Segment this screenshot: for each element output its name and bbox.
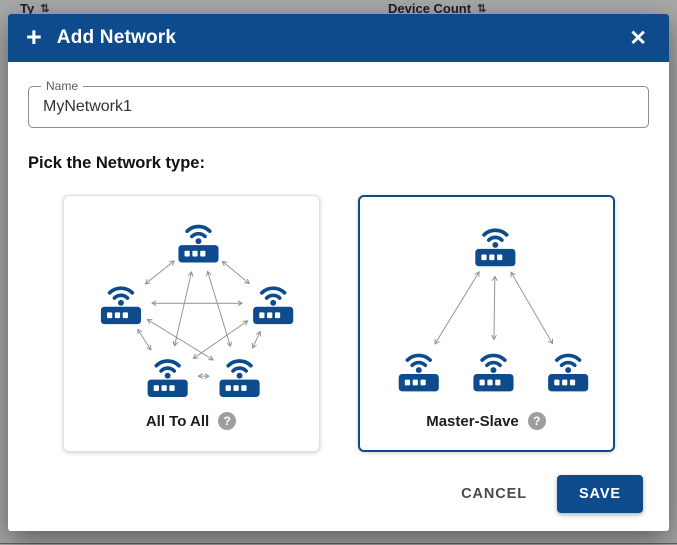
option-label-row: All To All ?	[145, 412, 237, 430]
save-button[interactable]: SAVE	[556, 475, 643, 513]
all-to-all-diagram	[99, 224, 296, 399]
dialog-title: Add Network	[56, 27, 177, 48]
network-type-options: All To All ? Master-Slave ?	[28, 195, 649, 452]
sort-icon: ⇅	[477, 3, 487, 15]
option-all-to-all[interactable]: All To All ?	[62, 195, 320, 452]
option-master-slave-label: Master-Slave	[426, 412, 519, 430]
close-icon[interactable]: ✕	[625, 26, 651, 51]
help-icon[interactable]: ?	[218, 412, 237, 430]
network-type-prompt: Pick the Network type:	[28, 154, 205, 172]
add-network-dialog: + Add Network ✕ Name Pick the Network ty…	[8, 14, 669, 531]
column-header-type: Ty ⇅	[20, 1, 388, 16]
option-master-slave[interactable]: Master-Slave ?	[357, 195, 615, 452]
cancel-button[interactable]: CANCEL	[461, 486, 527, 502]
add-icon: +	[26, 21, 42, 52]
option-label-row: Master-Slave ?	[426, 412, 546, 430]
table-header-row: Ty ⇅ Device Count ⇅	[0, 0, 677, 16]
column-header-device-count: Device Count ⇅	[388, 1, 486, 16]
sort-icon: ⇅	[40, 3, 50, 15]
name-field-label: Name	[41, 79, 84, 93]
dialog-actions: CANCEL SAVE	[28, 475, 649, 515]
help-icon[interactable]: ?	[527, 412, 546, 430]
column-label-type: Ty	[20, 1, 35, 16]
option-all-to-all-label: All To All	[145, 412, 210, 430]
name-field[interactable]: Name	[28, 79, 649, 128]
name-input[interactable]	[29, 87, 648, 127]
dialog-header: + Add Network ✕	[8, 14, 669, 62]
column-label-device-count: Device Count	[388, 1, 472, 16]
master-slave-diagram	[396, 228, 591, 394]
dialog-body: Name Pick the Network type: All To All ?…	[8, 62, 669, 531]
